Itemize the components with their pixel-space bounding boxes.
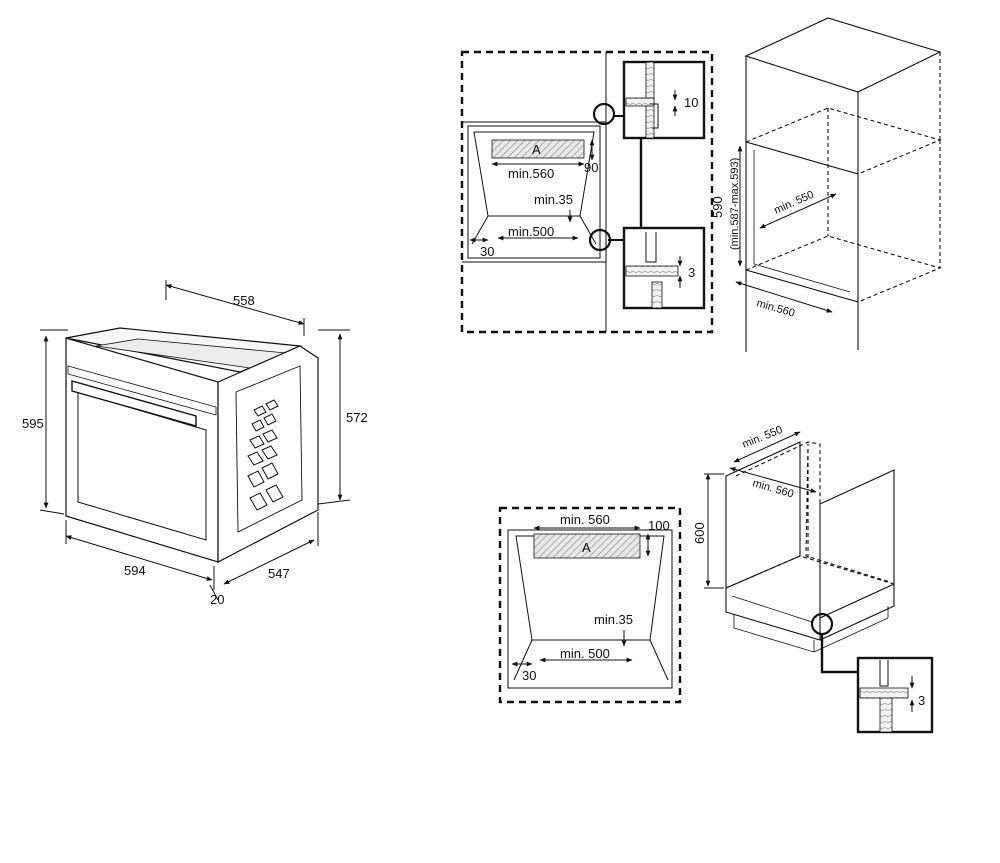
oven-dimension-lines [39,280,351,601]
under-section-label-a: A [582,540,591,555]
oven-dim-594: 594 [124,563,146,578]
tall-section-niche [467,125,601,259]
under-cabinet-height-600: 600 [692,522,707,544]
under-cabinet-min560: min. 560 [751,477,795,500]
oven-dim-595: 595 [22,416,44,431]
oven-dim-558: 558 [233,293,255,308]
under-section-min560: min. 560 [560,512,610,527]
oven-dim-20: 20 [210,592,224,607]
tall-cabinet-height-range: (min.587-max.593) [729,158,741,250]
oven-drawing [65,327,319,563]
under-section-min35: min.35 [594,612,633,627]
tall-cabinet-dims [735,145,837,313]
under-section-min500: min. 500 [560,646,610,661]
under-cabinet-min550: min. 550 [741,424,785,451]
tall-section-label-a: A [532,142,541,157]
tall-section-area-a [491,139,585,159]
tall-cabinet-min560: min.560 [755,297,796,319]
tall-section-gap90: 90 [584,160,598,175]
tall-section-frame [460,50,714,334]
tall-section-min500: min.500 [508,224,554,239]
tall-detail-gap10: 10 [684,95,698,110]
oven-control-strip [67,365,217,416]
tall-section-min35: min.35 [534,192,573,207]
under-cabinet-dims [704,431,817,589]
under-detail-gap3: 3 [918,693,925,708]
tall-cabinet-3d [744,17,942,352]
oven-dimension-labels: 558 595 572 594 547 20 [22,293,368,607]
under-section-gap100: 100 [648,518,670,533]
oven-handle [71,380,197,427]
tall-section-view: A min.560 90 min.35 min.500 30 10 3 [460,50,714,334]
under-section-view: A min. 560 100 min.35 min. 500 30 [498,506,682,704]
tall-section-min560: min.560 [508,166,554,181]
oven-vent-grid [247,399,284,511]
under-section-area-a [533,533,641,559]
tall-detail-gap3: 3 [688,265,695,280]
oven-dim-547: 547 [268,566,290,581]
tall-cabinet-height-590: 590 [710,196,725,218]
under-section-frame [498,506,682,704]
tall-callout-top [592,102,616,126]
oven-dim-572: 572 [346,410,368,425]
tall-section-gap30: 30 [480,244,494,259]
under-section-gap30: 30 [522,668,536,683]
